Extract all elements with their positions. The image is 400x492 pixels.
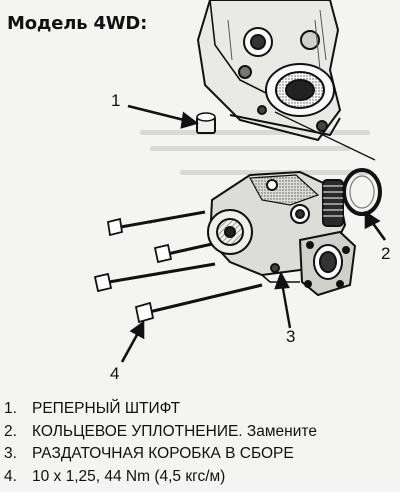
bolt-illustration [93, 210, 263, 324]
legend-text: РЕПЕРНЫЙ ШТИФТ [32, 400, 181, 417]
legend-number: 2. [4, 422, 17, 440]
legend-item: 3. РАЗДАТОЧНАЯ КОРОБКА В СБОРЕ [4, 443, 396, 466]
page-title: Модель 4WD: [7, 13, 148, 34]
callout-1-leader [127, 104, 199, 129]
transfer-case-illustration [207, 170, 357, 297]
legend-text: 10 x 1,25, 44 Nm (4,5 кгс/м) [32, 467, 226, 485]
legend-number: 4. [4, 467, 17, 485]
callout-3-leader [274, 271, 292, 329]
legend-number: 1. [4, 400, 17, 417]
o-ring-illustration [342, 168, 382, 216]
alignment-line [274, 111, 376, 161]
callout-2: 2 [381, 244, 391, 263]
callout-3: 3 [286, 327, 296, 346]
callout-4-leader [120, 320, 145, 363]
legend-text: КОЛЬЦЕВОЕ УПЛОТНЕНИЕ. Замените [32, 422, 317, 440]
callout-1: 1 [111, 91, 121, 110]
parts-legend: 1. РЕПЕРНЫЙ ШТИФТ 2. КОЛЬЦЕВОЕ УПЛОТНЕНИ… [4, 398, 396, 488]
legend-item: 2. КОЛЬЦЕВОЕ УПЛОТНЕНИЕ. Замените [4, 421, 396, 444]
callout-4: 4 [110, 364, 120, 383]
legend-item: 1. РЕПЕРНЫЙ ШТИФТ [4, 398, 396, 421]
transmission-case-illustration [196, 0, 342, 142]
callout-2-leader [364, 210, 387, 241]
legend-number: 3. [4, 445, 17, 462]
dowel-pin-illustration [196, 112, 216, 134]
legend-text: РАЗДАТОЧНАЯ КОРОБКА В СБОРЕ [32, 445, 294, 462]
transfer-case-diagram [93, 0, 387, 363]
legend-item: 4. 10 x 1,25, 44 Nm (4,5 кгс/м) [4, 466, 396, 489]
